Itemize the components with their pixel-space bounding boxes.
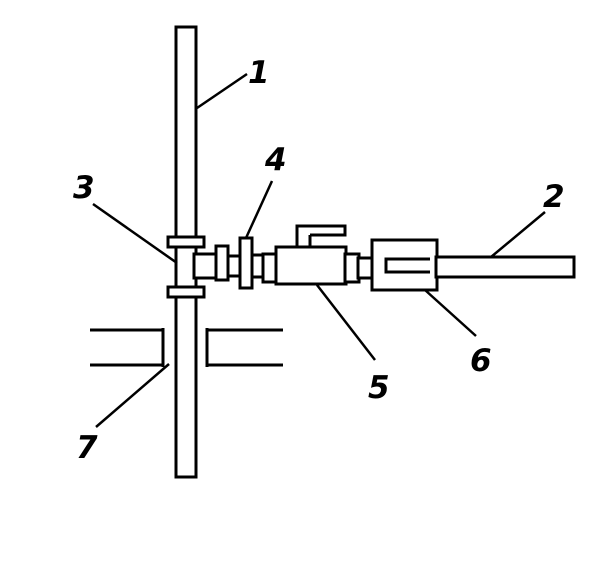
tee-collar-bottom [166, 285, 206, 299]
housing-fitting [370, 238, 439, 292]
horizontal-pipe [434, 255, 576, 279]
tee-fitting [166, 235, 218, 299]
callout-3: 3 [73, 170, 95, 206]
tee-branch [192, 252, 218, 280]
callout-labels: 1 2 3 4 5 6 7 [73, 55, 565, 466]
leader-7 [95, 363, 170, 428]
leader-4 [244, 180, 274, 239]
callout-6: 6 [470, 343, 492, 379]
leader-3 [92, 202, 178, 265]
valve-body [274, 245, 348, 286]
callout-1: 1 [248, 55, 270, 91]
callout-5: 5 [368, 370, 390, 406]
leader-5 [316, 284, 376, 361]
valve-handle [295, 224, 347, 247]
flange-nipple [226, 254, 242, 278]
housing-insert [384, 257, 430, 274]
leader-6 [424, 289, 477, 337]
leader-2 [490, 211, 546, 258]
housing-body [370, 238, 439, 292]
flange-left-plate [214, 244, 230, 282]
callout-7: 7 [76, 430, 98, 466]
leader-1 [196, 72, 248, 110]
wall-passage [90, 328, 283, 367]
tee-collar-top [166, 235, 206, 249]
callout-4: 4 [264, 142, 287, 178]
flange-disc [238, 236, 254, 290]
leader-lines [92, 72, 546, 428]
callout-2: 2 [543, 179, 565, 215]
flange-connection [214, 236, 266, 290]
ball-valve [261, 224, 361, 286]
